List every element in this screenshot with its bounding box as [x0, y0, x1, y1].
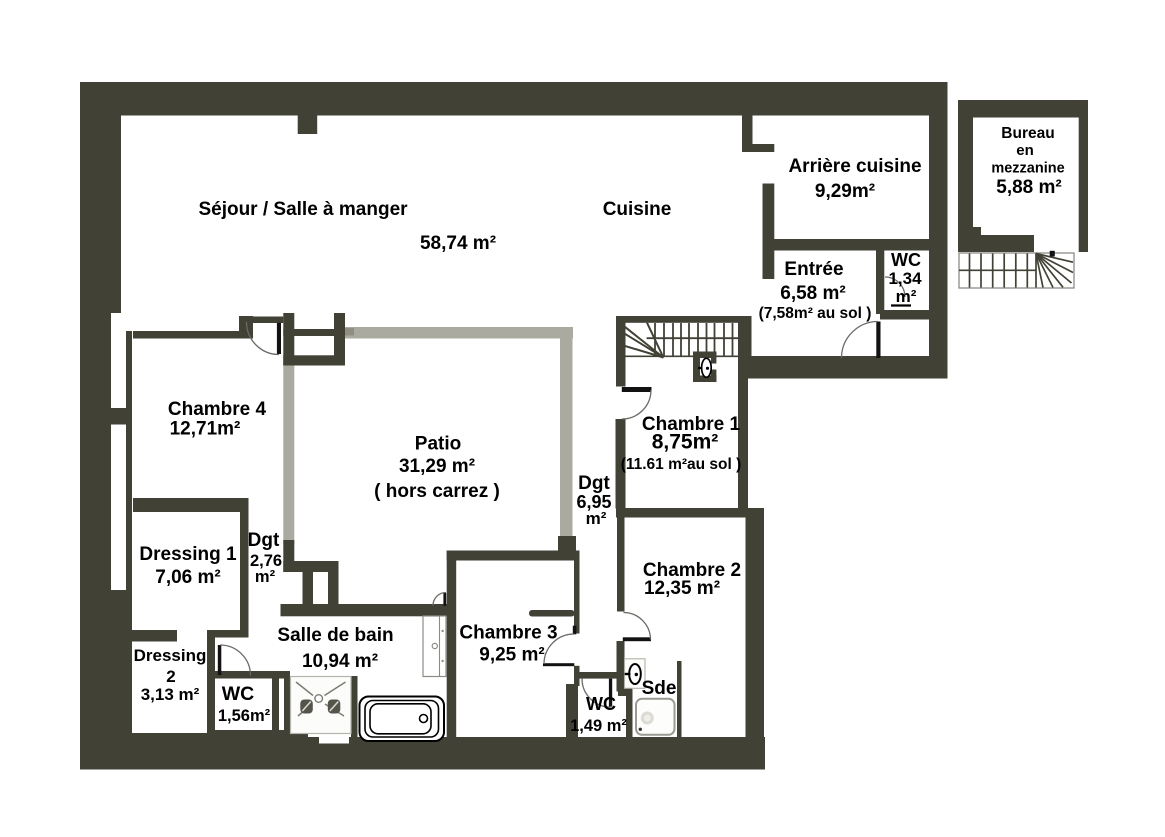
- svg-text:Sde: Sde: [642, 678, 677, 699]
- svg-text:Chambre 3: Chambre 3: [459, 623, 557, 644]
- svg-text:Chambre 2: Chambre 2: [643, 560, 741, 581]
- svg-text:m²: m²: [586, 509, 607, 528]
- svg-text:Arrière cuisine: Arrière cuisine: [788, 156, 921, 177]
- svg-text:(11.61 m²au sol ): (11.61 m²au sol ): [621, 456, 742, 473]
- svg-text:9,25 m²: 9,25 m²: [479, 645, 544, 666]
- svg-text:( hors carrez ): ( hors carrez ): [374, 481, 500, 502]
- svg-text:Entrée: Entrée: [784, 259, 843, 280]
- svg-text:en: en: [1016, 142, 1034, 159]
- svg-text:Dgt: Dgt: [248, 530, 280, 551]
- svg-text:58,74 m²: 58,74 m²: [420, 233, 496, 254]
- svg-text:Patio: Patio: [415, 434, 461, 455]
- svg-text:31,29 m²: 31,29 m²: [399, 456, 475, 477]
- svg-text:m²: m²: [896, 287, 917, 306]
- svg-text:mezzanine: mezzanine: [991, 161, 1064, 177]
- svg-text:10,94 m²: 10,94 m²: [302, 651, 378, 672]
- svg-text:9,29m²: 9,29m²: [815, 181, 875, 202]
- svg-text:m²: m²: [255, 568, 276, 586]
- svg-text:WC: WC: [222, 683, 255, 705]
- svg-text:(7,58m² au sol ): (7,58m² au sol ): [759, 305, 872, 322]
- svg-text:6,58 m²: 6,58 m²: [780, 283, 845, 304]
- svg-text:12,71m²: 12,71m²: [170, 419, 241, 440]
- svg-text:2: 2: [166, 667, 175, 686]
- svg-text:Salle de bain: Salle de bain: [277, 625, 393, 646]
- svg-text:Dressing: Dressing: [134, 646, 207, 665]
- svg-text:5,88 m²: 5,88 m²: [996, 177, 1061, 198]
- svg-text:12,35 m²: 12,35 m²: [644, 578, 720, 599]
- svg-text:1,34: 1,34: [888, 269, 922, 288]
- svg-text:2,76: 2,76: [250, 552, 282, 570]
- svg-text:WC: WC: [586, 694, 616, 714]
- svg-text:1,56m²: 1,56m²: [218, 707, 271, 725]
- svg-text:WC: WC: [891, 250, 921, 270]
- svg-text:8,75m²: 8,75m²: [652, 431, 719, 454]
- svg-text:6,95: 6,95: [576, 492, 611, 512]
- svg-text:1,49 m²: 1,49 m²: [570, 717, 627, 735]
- svg-text:Chambre 4: Chambre 4: [168, 399, 267, 420]
- svg-text:3,13 m²: 3,13 m²: [141, 685, 200, 704]
- svg-text:Chambre 1: Chambre 1: [642, 414, 741, 435]
- svg-text:Cuisine: Cuisine: [603, 199, 672, 220]
- svg-text:Bureau: Bureau: [1001, 125, 1054, 142]
- svg-text:Séjour / Salle à manger: Séjour / Salle à manger: [198, 199, 408, 220]
- svg-text:Dgt: Dgt: [578, 473, 610, 494]
- svg-text:Dressing 1: Dressing 1: [139, 544, 237, 565]
- svg-text:7,06 m²: 7,06 m²: [155, 567, 220, 588]
